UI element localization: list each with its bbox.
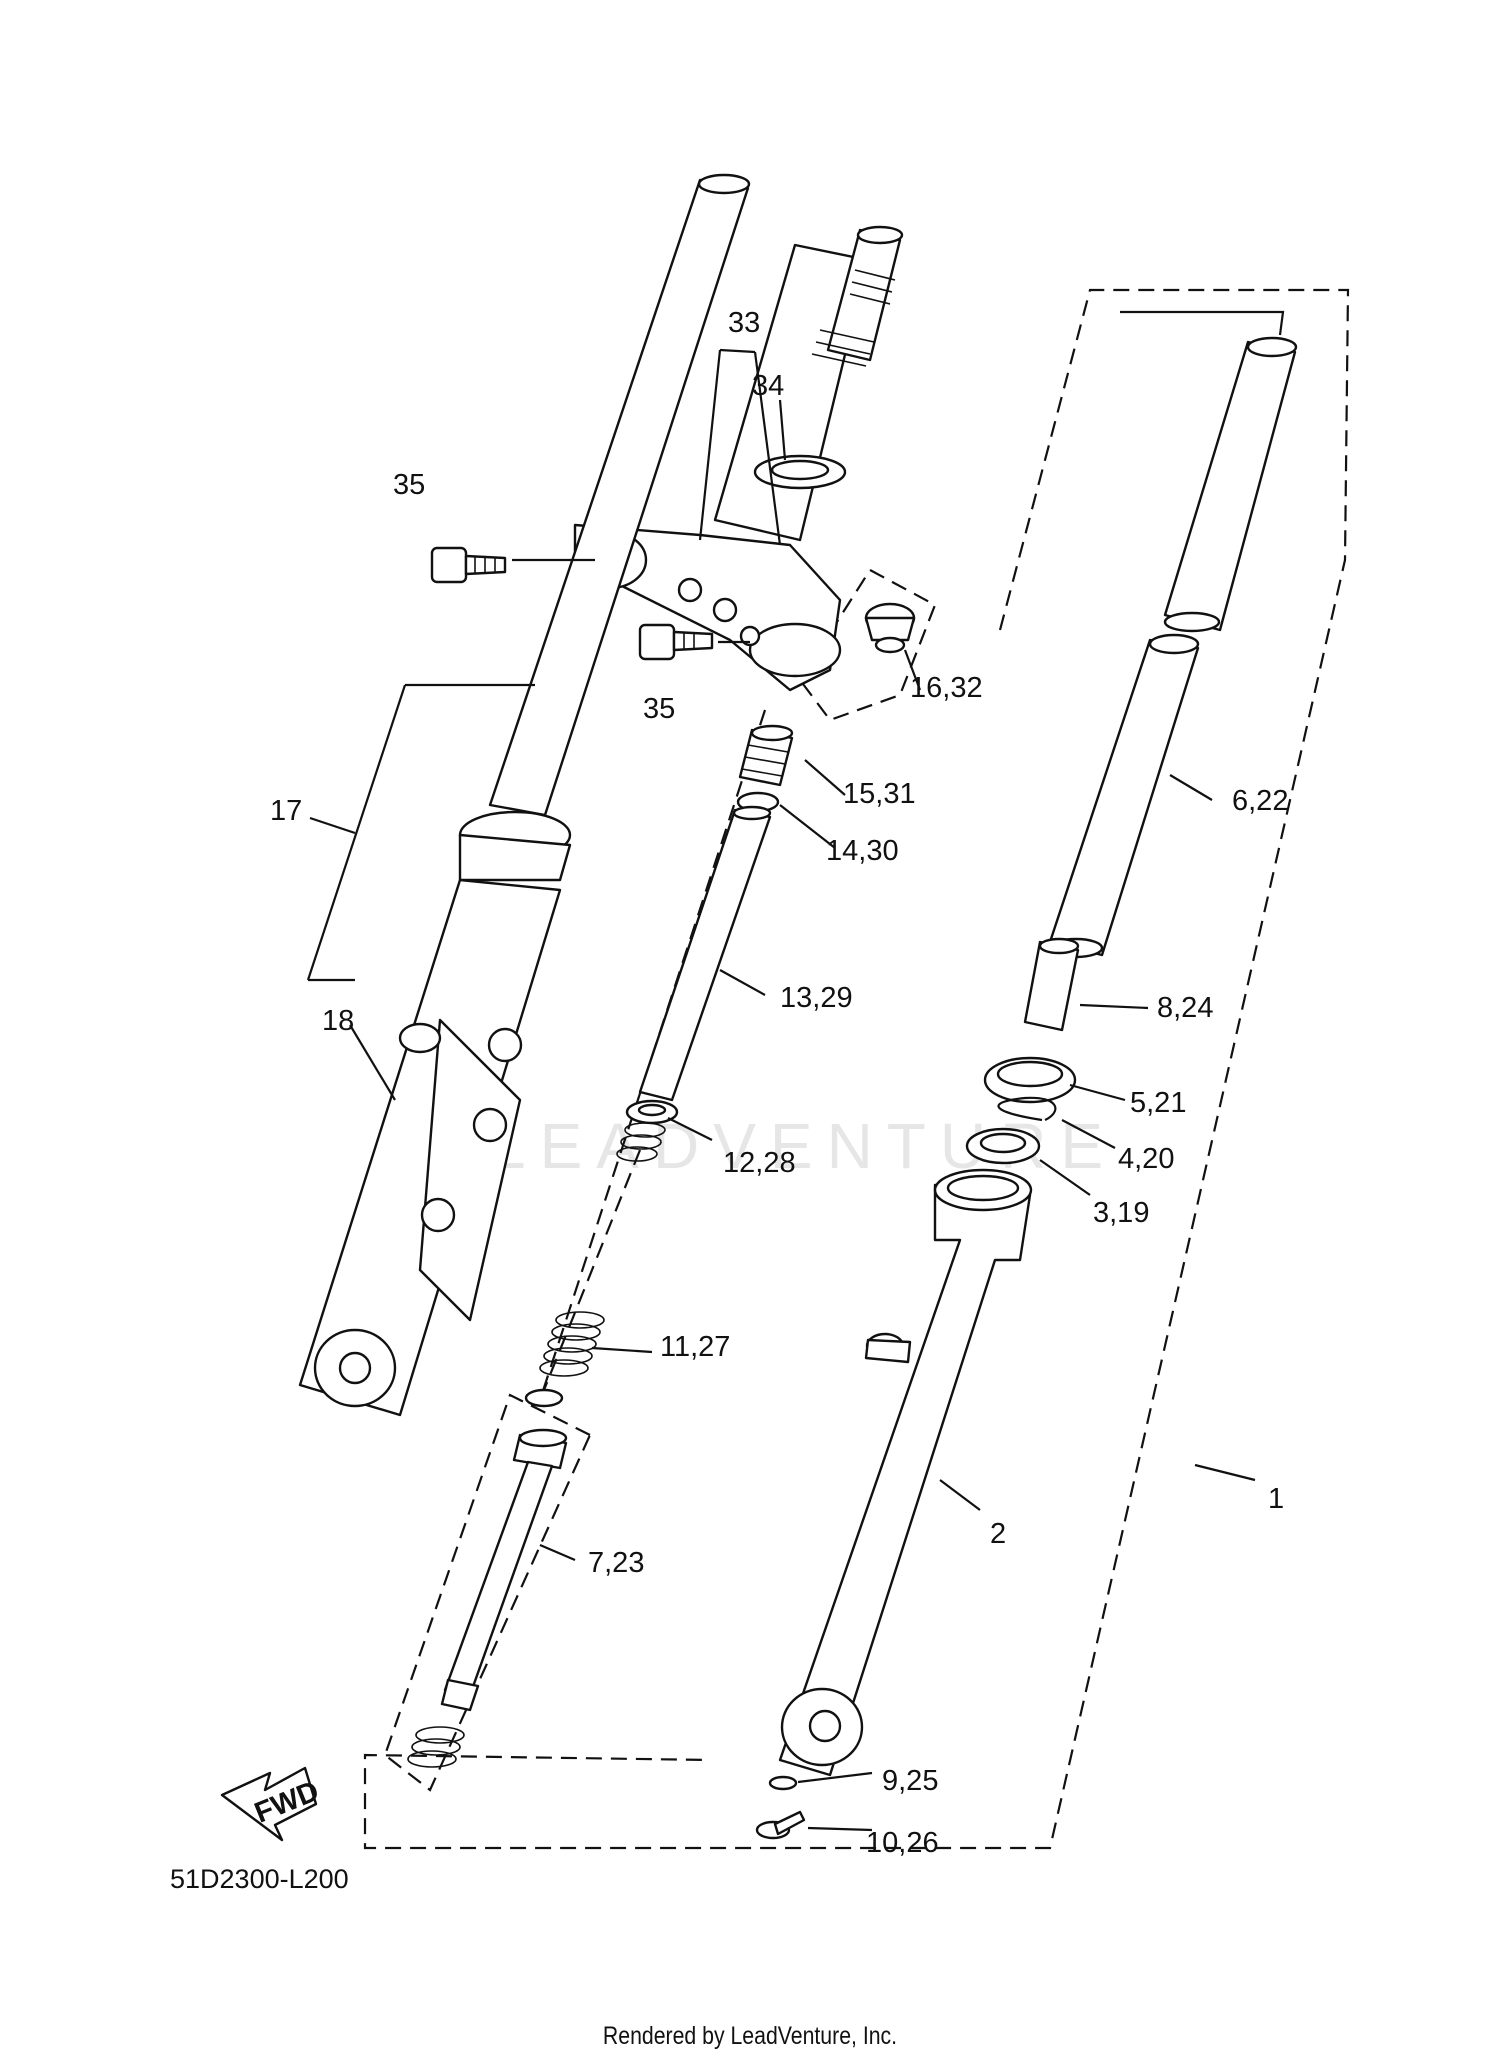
- footer-credit: Rendered by LeadVenture, Inc.: [602, 2022, 898, 2050]
- clamp-bolt-upper: [430, 546, 507, 584]
- callout-12-28: 12,28: [723, 1147, 796, 1179]
- callout-34: 34: [752, 370, 784, 402]
- callout-7-23: 7,23: [588, 1547, 644, 1579]
- spacer-15-31: [738, 724, 794, 787]
- right-outer-tube: [778, 1168, 1033, 1777]
- stem-bearing-seal: [753, 454, 847, 490]
- callout-5-21: 5,21: [1130, 1087, 1186, 1119]
- leader-lines: [306, 310, 1285, 1832]
- callout-18: 18: [322, 1005, 354, 1037]
- callout-35-upper: 35: [393, 469, 425, 501]
- spring-12-28-lower: [616, 1122, 666, 1162]
- callout-8-24: 8,24: [1157, 992, 1213, 1024]
- washer-3-19: [965, 1127, 1041, 1165]
- callout-33: 33: [728, 307, 760, 339]
- callout-9-25: 9,25: [882, 1765, 938, 1797]
- rebound-spring-11-27: [539, 1311, 605, 1377]
- callout-3-19: 3,19: [1093, 1197, 1149, 1229]
- callout-2: 2: [990, 1518, 1006, 1550]
- bolt-10-26: [755, 1810, 806, 1840]
- diagram-code: 51D2300-L200: [170, 1864, 349, 1894]
- oil-seal-5-21: [983, 1056, 1077, 1104]
- clip-4-20: [997, 1096, 1057, 1122]
- fork-spring-tube: [1048, 336, 1298, 959]
- clamp-bolt-lower: [638, 623, 714, 661]
- fwd-arrow-icon: FWD: [220, 1766, 323, 1842]
- callout-10-26: 10,26: [866, 1827, 939, 1859]
- cap-bolt: [864, 602, 916, 654]
- callout-16-32: 16,32: [910, 672, 983, 704]
- callout-4-20: 4,20: [1118, 1143, 1174, 1175]
- callout-35-lower: 35: [643, 693, 675, 725]
- damper-rod-7-23: [407, 1388, 568, 1768]
- cap-bolt-boundary: [798, 569, 937, 722]
- callout-1: 1: [1268, 1483, 1284, 1515]
- damper-rod-boundary: [383, 1393, 592, 1792]
- callout-13-29: 13,29: [780, 982, 853, 1014]
- left-inner-tube: [488, 173, 751, 817]
- callout-11-27: 11,27: [660, 1331, 730, 1363]
- pipe-13-29: [638, 805, 772, 1102]
- callouts: 33 34 35 35 16,32 15,31 14,30 13,29 12,2…: [270, 307, 1288, 1859]
- assembly-1-boundary: [363, 288, 1350, 1850]
- collar-8-24: [1023, 937, 1080, 1032]
- left-outer-tube: [298, 810, 572, 1417]
- steering-stem: [713, 225, 904, 542]
- callout-6-22: 6,22: [1232, 785, 1288, 817]
- inner-dashed-line-2: [538, 1149, 642, 1401]
- callout-15-31: 15,31: [843, 778, 916, 810]
- callout-17: 17: [270, 795, 302, 827]
- gasket-9-25: [768, 1775, 798, 1791]
- callout-14-30: 14,30: [826, 835, 899, 867]
